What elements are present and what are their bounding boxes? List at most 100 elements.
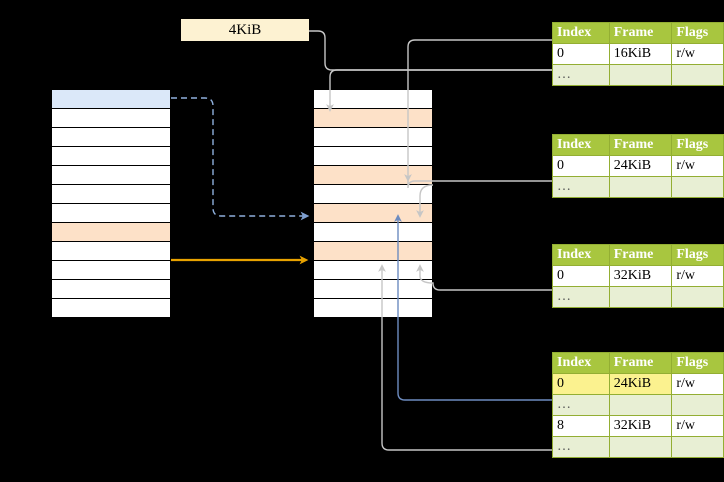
cell-index: 0 [552, 43, 610, 65]
virtual-page-cell [51, 165, 171, 185]
virtual-page-cell [51, 146, 171, 166]
page-table-row: … [552, 436, 724, 458]
physical-frame-row [313, 89, 433, 109]
physical-frame-row [313, 165, 433, 185]
column-header-frame: Frame [608, 244, 673, 266]
virtual-page-cell [51, 279, 171, 299]
virtual-address-column [51, 89, 171, 318]
column-header-index: Index [552, 244, 610, 266]
virtual-page-row [51, 279, 171, 299]
cell-flags [671, 394, 724, 416]
physical-frame-cell [313, 89, 433, 109]
virtual-page-cell [51, 184, 171, 204]
cell-index: 0 [552, 265, 610, 287]
cell-index: … [552, 176, 610, 198]
cell-flags: r/w [671, 265, 724, 287]
column-header-flags: Flags [671, 134, 724, 156]
virtual-page-cell [51, 203, 171, 223]
wire-badge-to-table1 [309, 30, 552, 71]
physical-frame-row [313, 241, 433, 261]
column-header-frame: Frame [608, 22, 673, 44]
physical-frame-cell [313, 146, 433, 166]
virtual-page-cell [51, 298, 171, 318]
virtual-page-row [51, 146, 171, 166]
physical-frame-cell [313, 222, 433, 242]
cell-frame [608, 64, 673, 86]
cell-index: … [552, 64, 610, 86]
cell-flags: r/w [671, 373, 724, 395]
physical-frame-cell [313, 260, 433, 280]
physical-frame-cell [313, 241, 433, 261]
virtual-page-row [51, 127, 171, 147]
cell-flags [671, 286, 724, 308]
virtual-page-row [51, 241, 171, 261]
page-table-row: … [552, 64, 724, 86]
cell-frame [608, 436, 673, 458]
cell-index: … [552, 436, 610, 458]
physical-frame-row [313, 279, 433, 299]
wire-left-row0-to-middle-row6 [171, 97, 310, 221]
virtual-page-cell [51, 260, 171, 280]
virtual-page-row [51, 165, 171, 185]
cell-frame [608, 286, 673, 308]
cell-flags [671, 64, 724, 86]
page-table-row: … [552, 394, 724, 416]
cell-flags: r/w [671, 415, 724, 437]
virtual-page-row [51, 222, 171, 242]
physical-frame-row [313, 298, 433, 318]
cell-frame: 16KiB [608, 43, 673, 65]
physical-frame-row [313, 222, 433, 242]
cell-index: 8 [552, 415, 610, 437]
virtual-page-row [51, 203, 171, 223]
column-header-index: Index [552, 134, 610, 156]
cell-frame: 32KiB [608, 415, 673, 437]
cell-index: … [552, 286, 610, 308]
virtual-page-row [51, 260, 171, 280]
physical-frame-cell [313, 127, 433, 147]
physical-frame-row [313, 184, 433, 204]
cell-frame: 32KiB [608, 265, 673, 287]
page-size-badge: 4KiB [181, 19, 309, 41]
column-header-flags: Flags [671, 244, 724, 266]
virtual-page-cell [51, 89, 171, 109]
cell-flags [671, 436, 724, 458]
cell-flags: r/w [671, 155, 724, 177]
physical-frame-row [313, 260, 433, 280]
cell-frame [608, 176, 673, 198]
virtual-page-cell [51, 127, 171, 147]
column-header-index: Index [552, 22, 610, 44]
physical-address-column [313, 89, 433, 318]
page-table-row: … [552, 286, 724, 308]
virtual-page-row [51, 89, 171, 109]
physical-frame-cell [313, 165, 433, 185]
column-header-frame: Frame [608, 352, 673, 374]
physical-frame-row [313, 146, 433, 166]
cell-frame [608, 394, 673, 416]
physical-frame-cell [313, 279, 433, 299]
column-header-index: Index [552, 352, 610, 374]
virtual-page-cell [51, 222, 171, 242]
physical-frame-cell [313, 298, 433, 318]
cell-frame: 24KiB [608, 155, 673, 177]
physical-frame-row [313, 127, 433, 147]
column-header-flags: Flags [671, 22, 724, 44]
virtual-page-row [51, 298, 171, 318]
physical-frame-cell [313, 108, 433, 128]
cell-index: 0 [552, 155, 610, 177]
virtual-page-row [51, 184, 171, 204]
column-header-frame: Frame [608, 134, 673, 156]
physical-frame-cell [313, 184, 433, 204]
